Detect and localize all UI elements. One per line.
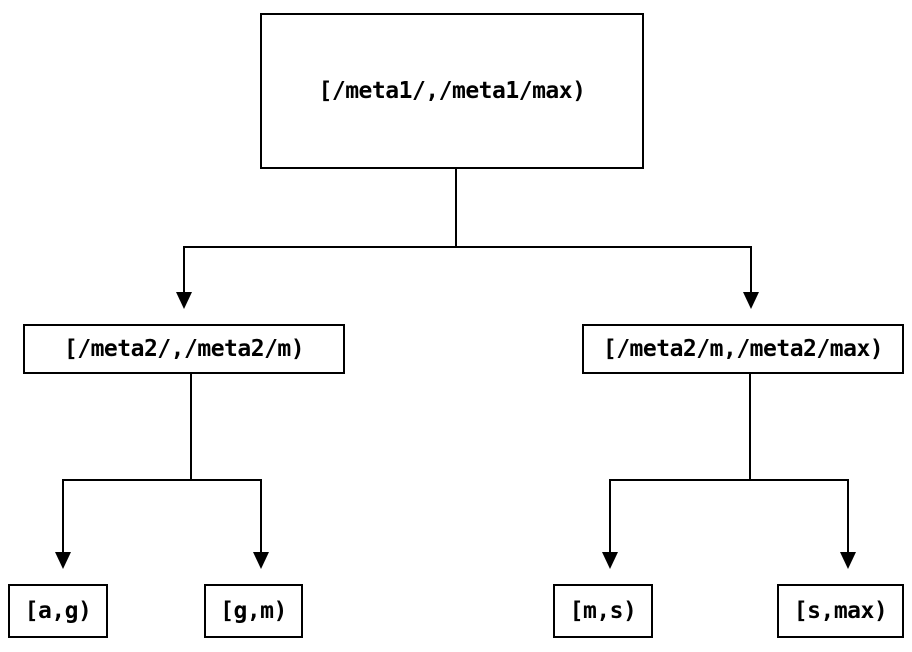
edge-line (455, 169, 752, 293)
arrowhead-down-icon (840, 552, 856, 569)
edge-root-to-meta2-hi (455, 169, 759, 309)
edge-line (62, 374, 192, 553)
edge-line (749, 374, 849, 553)
arrowhead-down-icon (253, 552, 269, 569)
node-leaf-s-max: [s,max) (777, 584, 904, 638)
node-label: [/meta2/,/meta2/m) (63, 336, 305, 362)
node-label: [/meta2/m,/meta2/max) (602, 336, 884, 362)
node-leaf-g-m: [g,m) (204, 584, 303, 638)
arrowhead-down-icon (55, 552, 71, 569)
edge-meta2-hi-to-leaf-smax (749, 374, 856, 569)
node-meta1-range: [/meta1/,/meta1/max) (260, 13, 644, 169)
arrowhead-down-icon (176, 292, 192, 309)
arrowhead-down-icon (602, 552, 618, 569)
node-label: [g,m) (220, 598, 287, 624)
node-meta2-upper-range: [/meta2/m,/meta2/max) (582, 324, 904, 374)
node-label: [a,g) (24, 598, 92, 624)
edge-root-to-meta2-lo (176, 169, 457, 309)
edge-meta2-lo-to-leaf-ag (55, 374, 192, 569)
edge-line (609, 374, 751, 553)
node-leaf-m-s: [m,s) (553, 584, 653, 638)
node-label: [/meta1/,/meta1/max) (318, 78, 586, 104)
edge-meta2-hi-to-leaf-ms (602, 374, 751, 569)
edge-line (190, 374, 262, 553)
edge-line (183, 169, 457, 293)
edge-meta2-lo-to-leaf-gm (190, 374, 269, 569)
node-meta2-lower-range: [/meta2/,/meta2/m) (23, 324, 345, 374)
node-label: [s,max) (793, 598, 888, 624)
arrowhead-down-icon (743, 292, 759, 309)
node-label: [m,s) (569, 598, 637, 624)
node-leaf-a-g: [a,g) (8, 584, 108, 638)
